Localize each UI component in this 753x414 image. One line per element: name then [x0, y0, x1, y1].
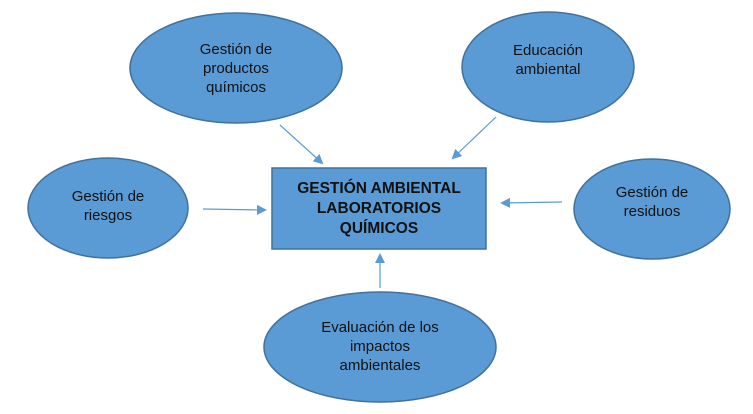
label-line: productos: [203, 59, 269, 77]
center-box: [271, 167, 487, 250]
arrow-residuos: [500, 197, 563, 208]
node-residuos: Gestión de residuos: [576, 180, 728, 224]
label-line: ambiental: [515, 61, 581, 78]
label-line: Educación: [512, 42, 584, 59]
ellipse-riesgos: [27, 157, 189, 259]
label-line: Gestión de: [199, 40, 273, 58]
label-line: impactos: [349, 337, 410, 355]
arrow-educacion: [451, 116, 497, 160]
label-line: residuos: [623, 203, 681, 220]
ellipse-residuos: [573, 158, 731, 260]
arrow-riesgos: [202, 204, 267, 215]
node-educacion: Educación ambiental: [470, 38, 626, 82]
label-line: Gestión de: [615, 184, 689, 201]
label-line: ambientales: [339, 356, 421, 374]
label-line: LABORATORIOS: [316, 199, 442, 217]
label-line: Gestión de: [71, 188, 145, 205]
center-label: GESTIÓN AMBIENTAL LABORATORIOS QUÍMICOS: [272, 168, 486, 249]
ellipse-productos: [129, 12, 343, 124]
label-line: QUÍMICOS: [339, 219, 419, 237]
label-line: GESTIÓN AMBIENTAL: [297, 179, 461, 197]
ellipse-educacion: [461, 11, 635, 123]
label-line: riesgos: [83, 207, 133, 224]
arrow-productos: [279, 124, 324, 165]
node-riesgos: Gestión de riesgos: [30, 184, 186, 228]
ellipse-evaluacion: [263, 291, 497, 403]
label-line: químicos: [205, 78, 266, 96]
label-line: Evaluación de los: [321, 318, 439, 336]
